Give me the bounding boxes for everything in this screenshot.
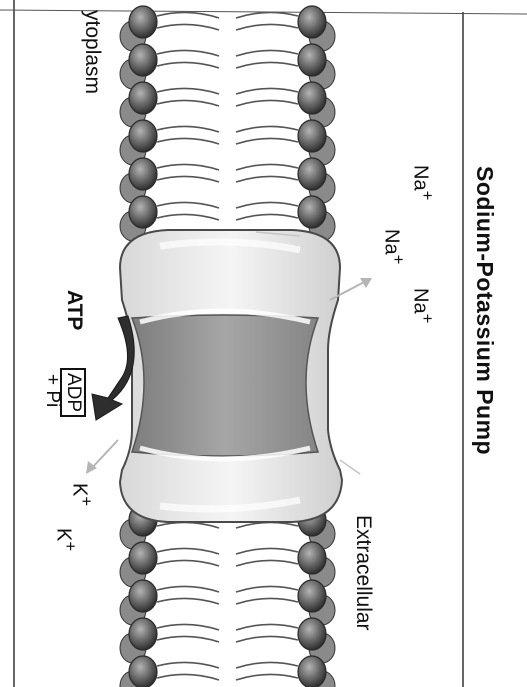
lipid-tail [157,586,219,592]
lipid-tail [157,202,219,208]
extracellular-label: Extracellular [351,515,375,631]
phosphate-label: + Pi [41,374,63,407]
adp-label: ADP [60,368,86,417]
lipid-tail [157,24,219,30]
lipid-tail [236,598,298,604]
lipid-head [298,196,326,228]
lipid-head [298,158,326,190]
sodium-ion-label: Na+ [408,165,437,200]
cytoplasm-label: ytoplasm [80,10,104,94]
lipid-tail [236,12,298,18]
lipid-tail [157,176,219,182]
lipid-tail [157,598,219,604]
lipid-tail [236,214,298,220]
lipid-tail [157,138,219,144]
lipid-tail [157,624,219,630]
diagram-title: Sodium-Potassium Pump [471,166,498,455]
potassium-ion-label: K+ [51,528,80,551]
lipid-tail [236,548,298,554]
lipid-tail [236,100,298,106]
lipid-head [298,542,326,574]
potassium-exit-arrow [340,460,360,474]
lipid-head [129,158,157,190]
lipid-head [298,44,326,76]
lipid-tail [236,202,298,208]
lipid-head [129,196,157,228]
lipid-head [129,618,157,650]
lipid-head [129,542,157,574]
lipid-tail [236,586,298,592]
lipid-head [298,618,326,650]
lipid-tail [236,24,298,30]
lipid-head [129,44,157,76]
lipid-tail [236,662,298,668]
lipid-tail [236,522,298,528]
lipid-tail [157,674,219,680]
lipid-head [129,656,157,687]
lipid-tail [236,624,298,630]
lipid-tail [157,636,219,642]
lipid-tail [157,164,219,170]
lipid-head [298,82,326,114]
lipid-tail [236,62,298,68]
lipid-head [129,580,157,612]
lipid-head [129,82,157,114]
lipid-tail [236,560,298,566]
potassium-ion-label: K+ [67,483,96,506]
lipid-tail [236,126,298,132]
lipid-head [298,656,326,687]
pump-protein [120,230,342,522]
lipid-tail [157,62,219,68]
atp-label: ATP [62,290,86,330]
pump-channel [132,315,318,456]
lipid-tail [157,560,219,566]
lipid-tail [157,522,219,528]
lipid-tail [157,126,219,132]
lipid-tail [236,674,298,680]
sodium-ion-label: Na+ [408,288,437,323]
lipid-tail [157,50,219,56]
lipid-head [298,120,326,152]
lipid-tail [236,88,298,94]
lipid-tail [236,50,298,56]
lipid-tail [157,214,219,220]
potassium-entry-arrow [86,440,118,474]
sodium-ion-label: Na+ [379,229,408,264]
lipid-tail [157,88,219,94]
lipid-head [298,580,326,612]
lipid-tail [236,636,298,642]
lipid-tail [157,100,219,106]
lipid-tail [236,176,298,182]
lipid-tail [236,164,298,170]
lipid-head [129,120,157,152]
atp-to-adp-arrow [92,316,134,420]
lipid-tail [157,12,219,18]
lipid-tail [236,138,298,144]
lipid-head [298,6,326,38]
lipid-tail [157,662,219,668]
lipid-head [129,6,157,38]
lipid-tail [157,548,219,554]
